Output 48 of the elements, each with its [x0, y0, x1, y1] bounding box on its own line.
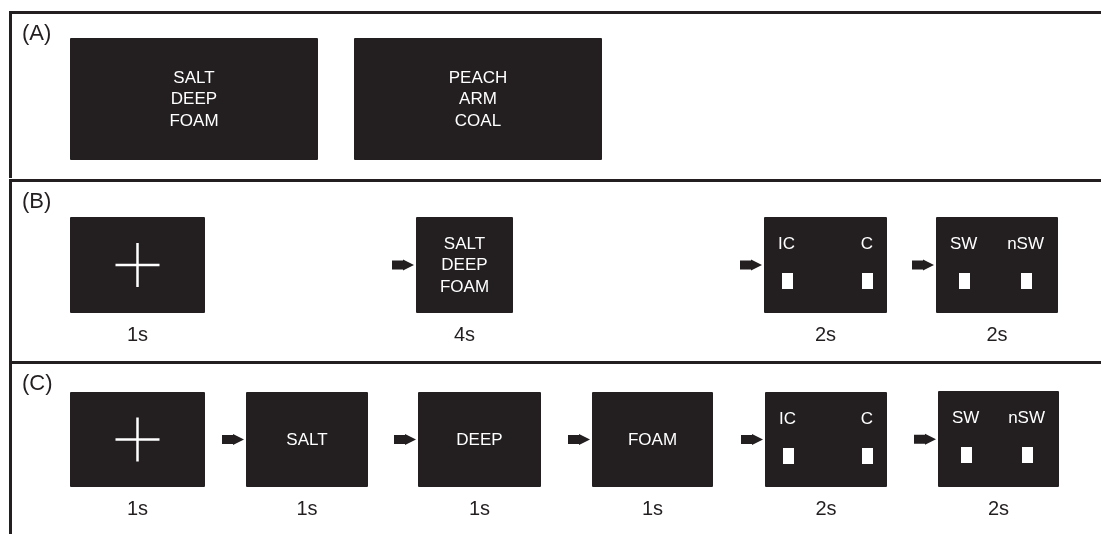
word-screen [416, 217, 513, 313]
fixation-screen [70, 392, 205, 487]
duration-label: 2s [986, 323, 1008, 346]
response-option: SW [952, 407, 980, 429]
word: DEEP [456, 428, 503, 451]
word: SALT [173, 67, 215, 89]
word-screen [246, 392, 368, 487]
duration-label: 1s [126, 497, 149, 520]
word: FOAM [169, 109, 219, 131]
duration-label: 2s [815, 497, 837, 520]
response-option: SW [950, 233, 978, 255]
word: DEEP [170, 88, 218, 110]
word-screen [592, 392, 713, 487]
response-option: IC [778, 233, 795, 255]
duration-label: 1s [126, 323, 149, 346]
response-screen [938, 391, 1059, 487]
response-screen [765, 392, 887, 487]
response-option: IC [779, 408, 796, 430]
word: FOAM [439, 275, 490, 297]
response-option: C [860, 408, 873, 430]
duration-label: 1s [468, 497, 491, 520]
word-screen [354, 38, 602, 160]
duration-label: 2s [814, 323, 837, 346]
panel-label: (C) [22, 370, 53, 396]
panel [9, 361, 1101, 534]
duration-label: 2s [987, 497, 1010, 520]
response-screen [936, 217, 1058, 313]
word-screen [70, 38, 318, 160]
panel-label: (A) [22, 20, 52, 46]
panel [9, 179, 1101, 363]
response-option: C [860, 233, 873, 255]
word: SALT [286, 428, 328, 451]
panel [9, 11, 1101, 178]
duration-label: 4s [453, 323, 476, 346]
duration-label: 1s [296, 497, 318, 520]
panel-label: (B) [22, 188, 52, 214]
fixation-screen [70, 217, 205, 313]
word: SALT [443, 233, 486, 255]
word: PEACH [448, 67, 508, 89]
word: FOAM [627, 428, 678, 451]
response-option: nSW [1007, 233, 1044, 255]
word-screen [418, 392, 541, 487]
word: DEEP [441, 254, 488, 276]
word: COAL [454, 109, 502, 131]
word: ARM [459, 88, 497, 110]
duration-label: 1s [641, 497, 664, 520]
response-option: nSW [1008, 407, 1045, 429]
response-screen [764, 217, 887, 313]
